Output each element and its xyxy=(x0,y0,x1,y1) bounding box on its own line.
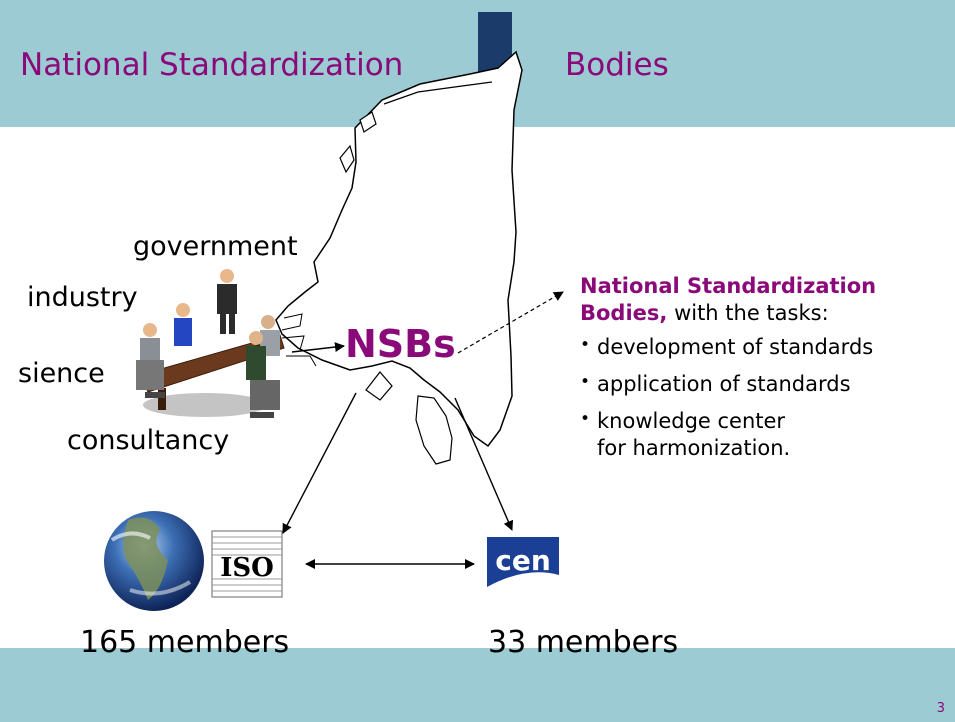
iso-members: 165 members xyxy=(80,625,290,660)
label-consultancy: consultancy xyxy=(67,425,230,456)
meeting-icon xyxy=(136,269,285,418)
page-number: 3 xyxy=(936,701,945,716)
globe-icon xyxy=(104,511,204,611)
netherlands-map-icon xyxy=(275,50,523,465)
label-industry: industry xyxy=(27,282,138,313)
iso-logo: ISO xyxy=(211,530,283,598)
cen-members: 33 members xyxy=(488,625,679,660)
nsb-description: National Standardization Bodies, with th… xyxy=(580,273,952,473)
task-item: application of standards xyxy=(580,371,952,398)
label-science: sience xyxy=(18,358,105,389)
task-item: knowledge center for harmonization. xyxy=(580,408,897,463)
description-suffix: with the tasks: xyxy=(667,301,829,326)
title-part-2: Bodies xyxy=(565,47,669,83)
cen-logo: cen xyxy=(487,537,559,595)
footer-band xyxy=(0,648,955,722)
description-heading: National Standardization Bodies, xyxy=(580,274,877,326)
title-part-1: National Standardization xyxy=(20,47,404,83)
label-government: government xyxy=(133,231,298,262)
iso-logo-text: ISO xyxy=(220,553,274,583)
task-item: development of standards xyxy=(580,334,952,361)
description-heading-line: National Standardization Bodies, with th… xyxy=(580,273,952,328)
task-list: development of standards application of … xyxy=(580,334,952,463)
cen-logo-text: cen xyxy=(495,544,551,577)
nsbs-label: NSBs xyxy=(345,322,456,366)
